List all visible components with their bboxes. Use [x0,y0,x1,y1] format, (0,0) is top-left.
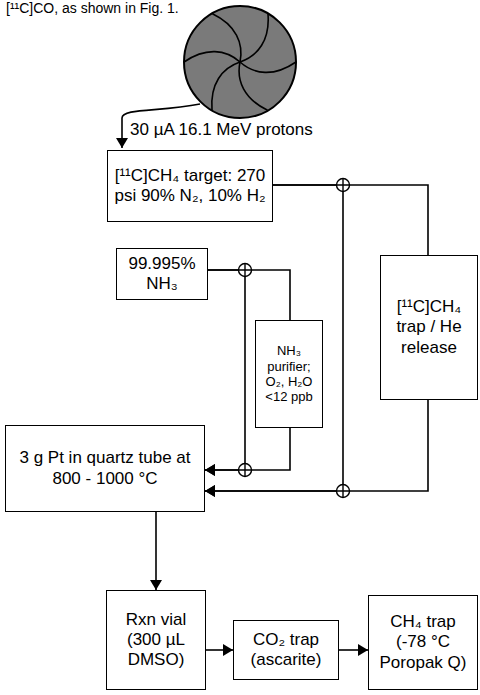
process-box: 3 g Pt in quartz tube at 800 - 1000 °C [5,425,205,512]
box-text: CH₄ trap (-78 °C Poropak Q) [374,612,472,672]
process-box: NH₃ purifier; O₂, H₂O <12 ppb [255,320,323,428]
beam-label: 30 µA 16.1 MeV protons [128,120,315,140]
valve-symbol [337,485,350,498]
valve-symbol [337,179,350,192]
process-box: CH₄ trap (-78 °C Poropak Q) [368,595,478,690]
gas-line [205,185,343,491]
process-box: [¹¹C]CH₄ trap / He release [380,255,478,400]
caption-fragment: [¹¹C]CO, as shown in Fig. 1. [4,0,181,16]
cyclotron-disc [184,6,296,118]
box-text: NH₃ purifier; O₂, H₂O <12 ppb [261,343,317,404]
box-text: 99.995% NH₃ [122,254,202,294]
box-text: Rxn vial (300 µL DMSO) [112,610,200,670]
box-text: [¹¹C]CH₄ trap / He release [386,297,472,357]
valve-symbol [239,464,252,477]
gas-line [206,649,233,651]
cyclotron-spirals [184,14,295,111]
process-box: [¹¹C]CH₄ target: 270 psi 90% N₂, 10% H₂ [107,150,273,222]
gas-line [205,270,245,470]
process-box: Rxn vial (300 µL DMSO) [106,590,206,690]
box-text: [¹¹C]CH₄ target: 270 psi 90% N₂, 10% H₂ [113,166,267,206]
box-text: 3 g Pt in quartz tube at 800 - 1000 °C [11,448,199,488]
box-text: CO₂ trap (ascarite) [239,630,333,670]
gas-line [208,270,290,320]
gas-line [155,512,157,590]
gas-line [339,649,368,651]
process-box: 99.995% NH₃ [116,248,208,300]
valve-symbol [239,264,252,277]
process-box: CO₂ trap (ascarite) [233,620,339,680]
gas-line [273,185,428,255]
